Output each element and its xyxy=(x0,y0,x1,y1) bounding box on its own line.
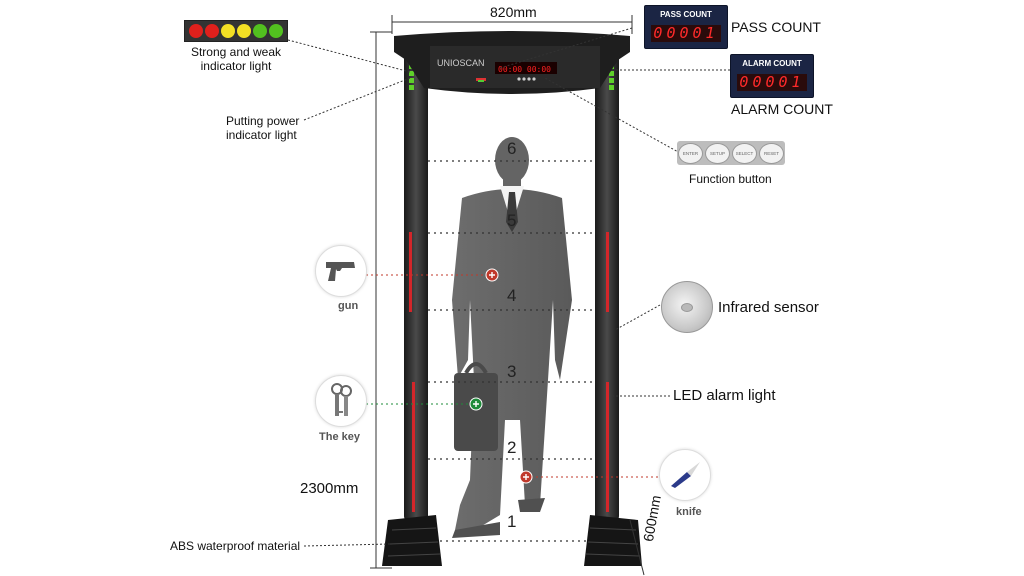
pass-count-digits: 00001 xyxy=(651,25,721,42)
pass-count-caption: PASS COUNT xyxy=(731,19,821,35)
zone-number: 5 xyxy=(507,211,517,230)
sensor-lens-icon xyxy=(681,303,693,312)
alarm-count-caption: ALARM COUNT xyxy=(731,101,833,117)
knife-icon xyxy=(659,449,711,501)
width-dimension: 820mm xyxy=(490,4,537,20)
indicator-led xyxy=(205,24,219,38)
indicator-led xyxy=(253,24,267,38)
enter-button[interactable]: ENTER xyxy=(678,142,703,164)
indicator-led xyxy=(237,24,251,38)
knife-label: knife xyxy=(676,506,702,518)
alarm-count-title: ALARM COUNT xyxy=(742,59,802,68)
zone-number: 2 xyxy=(507,438,517,457)
brand-logo: UNIOSCAN xyxy=(437,58,485,68)
indicator-led xyxy=(189,24,203,38)
strength-indicator-bar xyxy=(184,20,288,42)
gun-label: gun xyxy=(338,300,359,312)
abs-material-label: ABS waterproof material xyxy=(170,539,301,553)
infrared-sensor-icon xyxy=(661,281,713,333)
function-button-panel: ENTER SETUP SELECT RESET xyxy=(677,141,785,165)
gun-icon xyxy=(315,245,367,297)
pass-count-title: PASS COUNT xyxy=(660,10,712,19)
select-button[interactable]: SELECT xyxy=(732,142,757,164)
led-alarm-label: LED alarm light xyxy=(673,387,776,404)
power-indicator-caption: Putting power indicator light xyxy=(226,114,300,142)
setup-button[interactable]: SETUP xyxy=(705,142,730,164)
keys-icon xyxy=(331,383,352,416)
function-button-caption: Function button xyxy=(689,172,772,186)
key-label: The key xyxy=(319,431,360,443)
alarm-count-panel: ALARM COUNT 00001 xyxy=(730,54,814,98)
zone-number: 3 xyxy=(507,362,517,381)
zone-number: 4 xyxy=(507,286,517,305)
zone-number: 1 xyxy=(507,512,517,531)
infrared-sensor-label: Infrared sensor xyxy=(718,299,819,316)
zone-number: 6 xyxy=(507,139,517,158)
height-dimension: 2300mm xyxy=(300,480,359,497)
indicator-caption: Strong and weak indicator light xyxy=(190,45,282,73)
pass-count-panel: PASS COUNT 00001 xyxy=(644,5,728,49)
blade-icon xyxy=(671,462,700,488)
alarm-count-digits: 00001 xyxy=(737,74,807,91)
indicator-led xyxy=(221,24,235,38)
reset-button[interactable]: RESET xyxy=(759,142,784,164)
key-icon xyxy=(315,375,367,427)
svg-text:00:00 00:00: 00:00 00:00 xyxy=(498,65,551,74)
person-silhouette xyxy=(452,137,572,538)
pistol-icon xyxy=(326,262,355,281)
indicator-led xyxy=(269,24,283,38)
